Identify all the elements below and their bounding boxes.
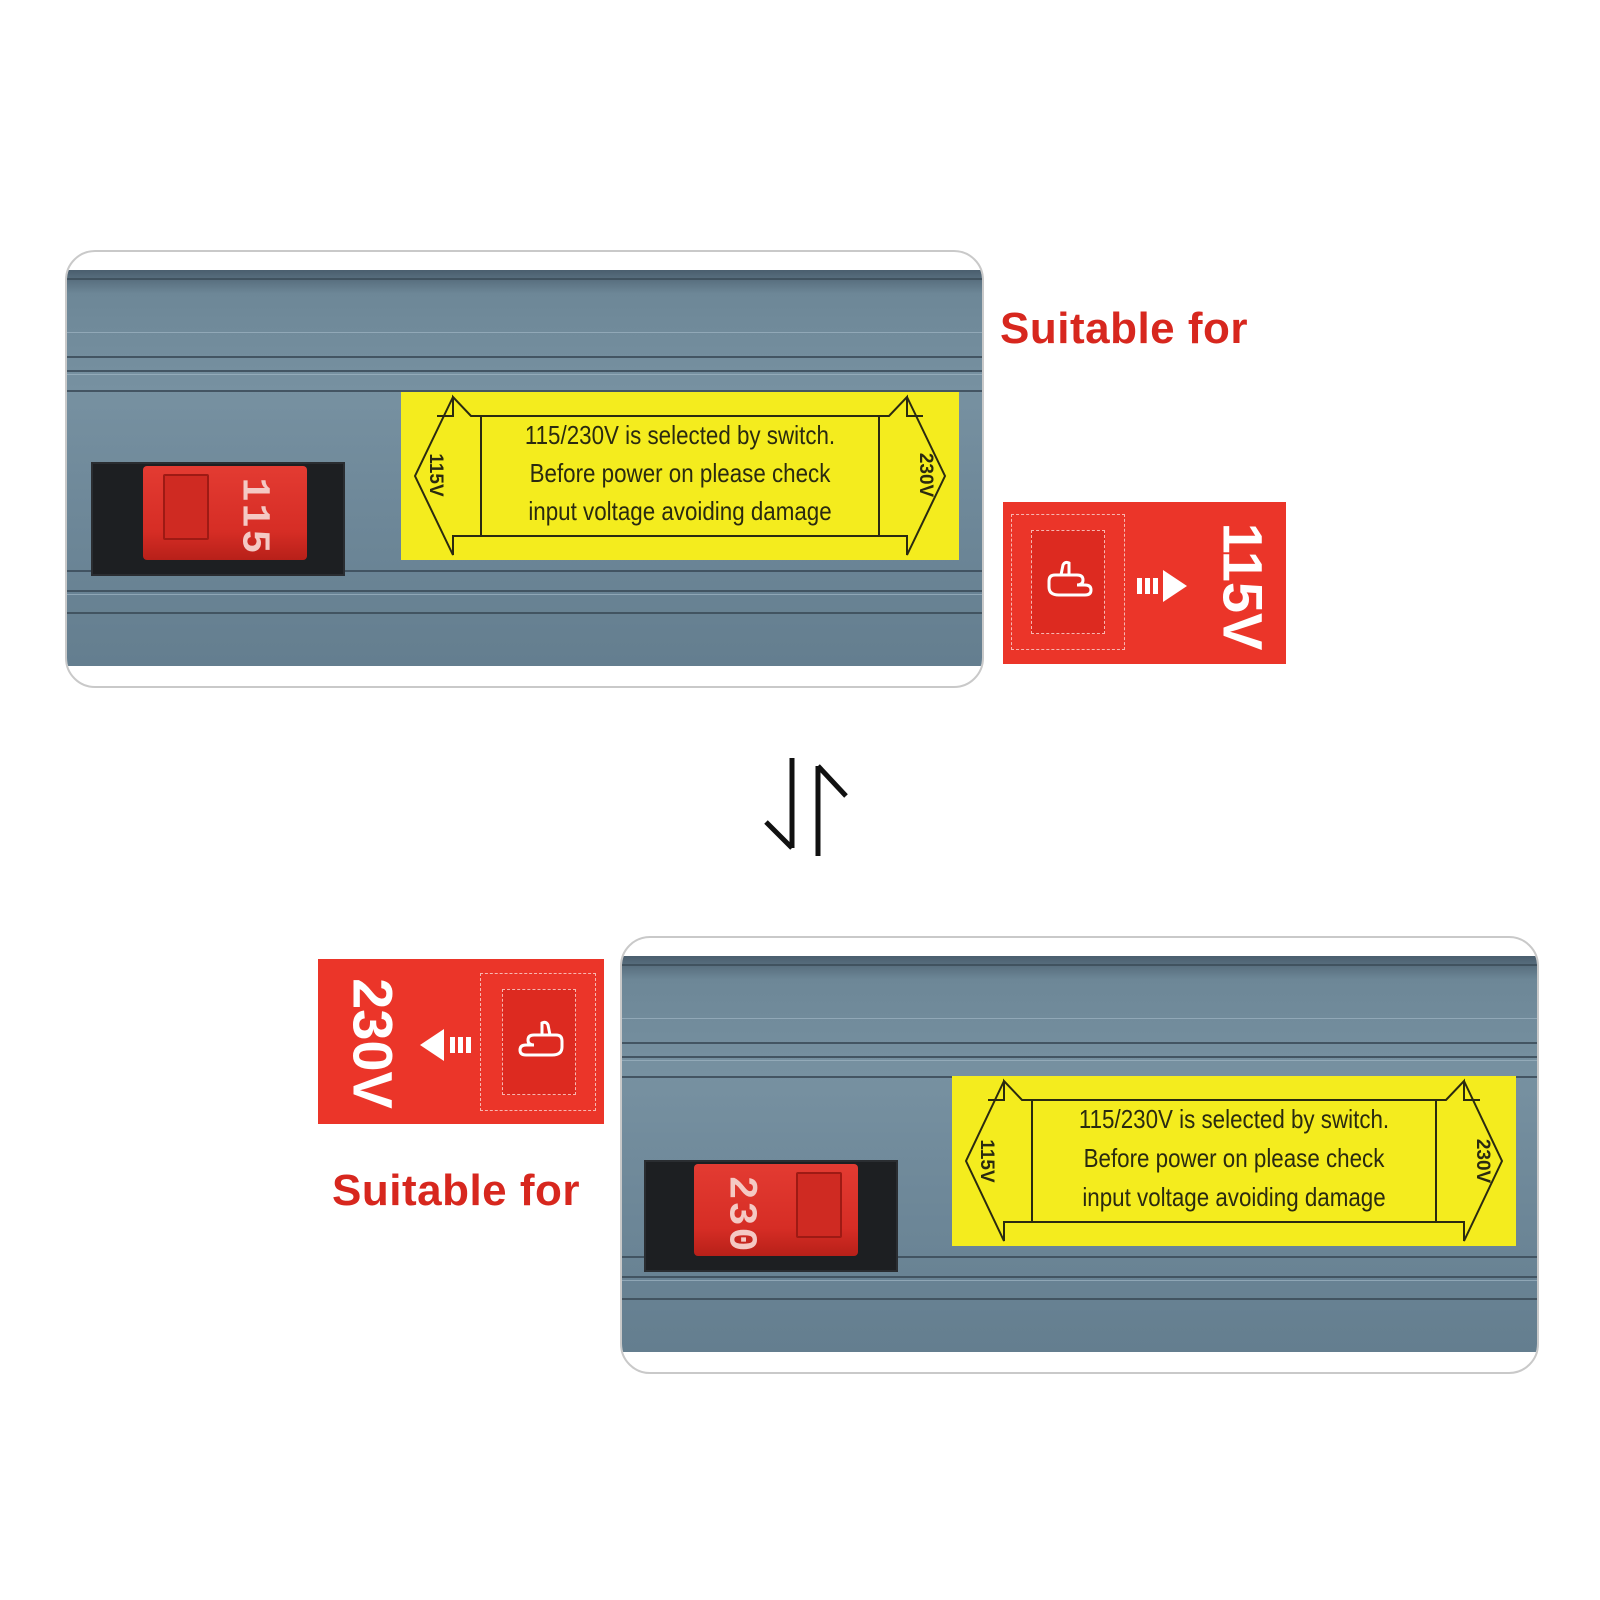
label-line-3: input voltage avoiding damage <box>528 496 832 526</box>
label-line-1: 115/230V is selected by switch. <box>1078 1104 1390 1134</box>
arrow-right-icon <box>1137 570 1187 602</box>
label-arrow-left-text: 115V <box>425 453 446 497</box>
bottom-tag-voltage: 230V <box>341 978 405 1109</box>
bottom-voltage-tag: 230V <box>318 959 604 1124</box>
top-switch-slider: 115 <box>143 466 307 560</box>
top-housing: 115 115/230V is selected by switch. Befo… <box>67 270 982 666</box>
label-line-3: input voltage avoiding damage <box>1082 1182 1386 1212</box>
hand-pointing-icon <box>518 1020 564 1057</box>
bottom-suitable-for-text: Suitable for <box>332 1166 581 1215</box>
top-voltage-tag: 115V <box>1003 502 1286 664</box>
top-switch-number: 115 <box>230 477 276 556</box>
bottom-power-supply-photo: 115/230V is selected by switch. Before p… <box>620 936 1539 1374</box>
label-line-2: Before power on please check <box>529 458 831 488</box>
bottom-voltage-switch[interactable]: 230 <box>644 1160 898 1272</box>
hand-pointing-icon <box>1047 560 1093 597</box>
label-arrow-left-text: 115V <box>976 1139 997 1183</box>
bottom-switch-slider: 230 <box>694 1164 858 1256</box>
top-warning-label: 115/230V is selected by switch. Before p… <box>401 392 959 560</box>
top-voltage-switch[interactable]: 115 <box>91 462 345 576</box>
top-power-supply-photo: 115 115/230V is selected by switch. Befo… <box>65 250 984 688</box>
arrow-left-icon <box>420 1029 471 1061</box>
bottom-warning-label: 115/230V is selected by switch. Before p… <box>952 1076 1516 1246</box>
top-label-arrow-frame <box>413 394 947 556</box>
bottom-label-arrow-frame <box>964 1078 1504 1242</box>
bottom-switch-number: 230 <box>717 1175 763 1254</box>
top-tag-voltage: 115V <box>1211 522 1275 651</box>
label-arrow-right-text: 230V <box>1472 1138 1493 1184</box>
label-line-2: Before power on please check <box>1083 1143 1385 1173</box>
swap-arrows-icon <box>764 758 848 856</box>
top-suitable-for-text: Suitable for <box>1000 304 1249 353</box>
bottom-housing: 115/230V is selected by switch. Before p… <box>622 956 1537 1352</box>
top-switch-nub <box>163 474 209 540</box>
label-line-1: 115/230V is selected by switch. <box>524 420 836 450</box>
label-arrow-right-text: 230V <box>915 452 936 498</box>
bottom-switch-nub <box>796 1172 842 1238</box>
